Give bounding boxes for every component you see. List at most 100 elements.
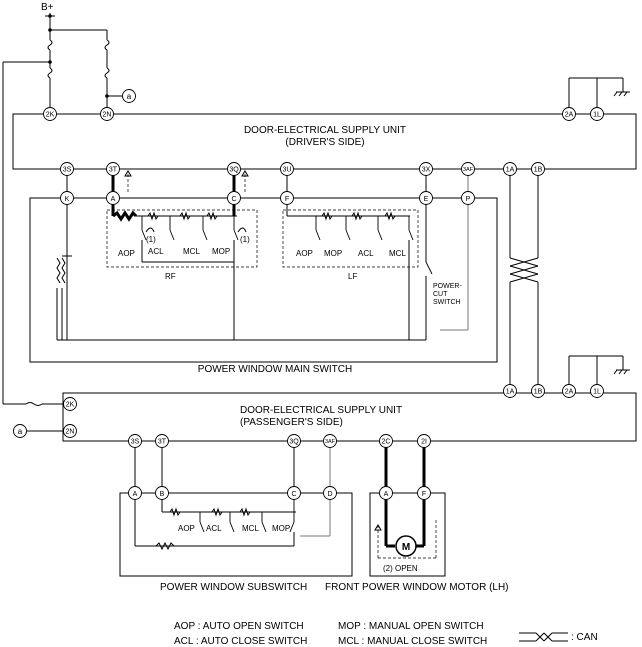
svg-text:1L: 1L: [593, 112, 601, 119]
svg-text:1B: 1B: [534, 389, 543, 396]
sub-terminal-a: A: [128, 486, 142, 500]
driver-terminal-3s: 3S: [60, 162, 74, 176]
passenger-unit-title: DOOR-ELECTRICAL SUPPLY UNIT: [240, 405, 402, 416]
passenger-terminal-3af: 3AF: [323, 434, 337, 448]
power-cut-label-2: CUT: [433, 291, 448, 298]
passenger-terminal-3s: 3S: [128, 434, 142, 448]
svg-text:A: A: [133, 491, 138, 498]
driver-supply-unit: DOOR-ELECTRICAL SUPPLY UNIT (DRIVER'S SI…: [12, 113, 637, 170]
main-switch-title: POWER WINDOW MAIN SWITCH: [198, 364, 352, 375]
passenger-supply-unit: DOOR-ELECTRICAL SUPPLY UNIT (PASSENGER'S…: [62, 392, 637, 442]
svg-text:2C: 2C: [382, 439, 391, 446]
driver-terminal-3x: 3X: [419, 162, 433, 176]
passenger-terminal-3q: 3Q: [287, 434, 301, 448]
sub-mop-label: MOP: [272, 524, 290, 533]
driver-terminal-3q: 3Q: [227, 162, 241, 176]
main-switch: POWER WINDOW MAIN SWITCH: [29, 170, 498, 375]
sub-acl-label: ACL: [206, 524, 222, 533]
driver-terminal-1b: 1B: [531, 162, 545, 176]
svg-text:1B: 1B: [534, 167, 543, 174]
svg-text:B: B: [160, 491, 165, 498]
svg-text:2K: 2K: [46, 112, 55, 119]
passenger-terminal-2k: 2K: [63, 397, 77, 411]
legend-mop: MOP : MANUAL OPEN SWITCH: [338, 621, 484, 632]
svg-text:2I: 2I: [421, 439, 427, 446]
svg-text:3Q: 3Q: [229, 167, 239, 174]
lf-group-label: LF: [348, 272, 357, 281]
driver-unit-terminals: 2K 2N 3S 3T 3Q 3U 3X 3AF 1A 1B 2A 1L: [43, 107, 604, 176]
main-terminal-a: A: [106, 191, 120, 205]
svg-text:D: D: [327, 491, 332, 498]
subswitch: POWER WINDOW SUBSWITCH AOP ACL MCL MOP A…: [119, 447, 353, 593]
svg-text:3S: 3S: [131, 439, 140, 446]
sub-terminal-d: D: [323, 486, 337, 500]
svg-text:3X: 3X: [422, 167, 431, 174]
sub-mcl-label: MCL: [242, 524, 259, 533]
motor-terminal-a: A: [379, 486, 393, 500]
driver-unit-title: DOOR-ELECTRICAL SUPPLY UNIT: [244, 125, 406, 136]
subswitch-title: POWER WINDOW SUBSWITCH: [160, 582, 307, 593]
driver-terminal-1l: 1L: [590, 107, 604, 121]
rf-aop-label: AOP: [118, 249, 135, 258]
feed-to-passenger-unit: [2, 60, 63, 406]
driver-terminal-2a: 2A: [562, 107, 576, 121]
svg-text:a: a: [18, 427, 23, 436]
svg-text:3U: 3U: [283, 167, 292, 174]
svg-text:C: C: [231, 196, 236, 203]
sub-terminal-b: B: [155, 486, 169, 500]
rf-marker-2: (1): [240, 235, 250, 244]
main-terminal-e: E: [419, 191, 433, 205]
power-cut-label-3: SWITCH: [433, 299, 461, 306]
lf-acl-label: ACL: [358, 249, 374, 258]
svg-text:A: A: [111, 196, 116, 203]
passenger-unit-terminals: 2K 2N 3S 3T 3Q 3AF 2C 2I 1A 1B 2A 1L: [63, 384, 604, 448]
main-terminal-k: K: [60, 191, 74, 205]
fuse-right: [104, 30, 123, 108]
svg-text:P: P: [466, 196, 471, 203]
ground-symbol-top: [568, 77, 630, 107]
passenger-terminal-2n: 2N: [63, 424, 77, 438]
driver-terminal-2k: 2K: [43, 107, 57, 121]
lf-mop-label: MOP: [324, 249, 342, 258]
open-label: (2) OPEN: [383, 564, 418, 573]
svg-text:3S: 3S: [63, 167, 72, 174]
svg-text:A: A: [384, 491, 389, 498]
driver-terminal-3af: 3AF: [461, 162, 475, 176]
motor-terminal-f: F: [417, 486, 431, 500]
passenger-unit-subtitle: (PASSENGER'S SIDE): [240, 417, 343, 428]
lf-aop-label: AOP: [296, 249, 313, 258]
rf-group-label: RF: [165, 272, 176, 281]
battery-label: B+: [41, 2, 54, 13]
svg-text:2A: 2A: [565, 389, 574, 396]
svg-text:2N: 2N: [66, 429, 75, 436]
motor-title: FRONT POWER WINDOW MOTOR (LH): [325, 582, 509, 593]
svg-text:3Q: 3Q: [289, 439, 299, 446]
rf-mop-label: MOP: [212, 247, 230, 256]
driver-terminal-2n: 2N: [100, 107, 114, 121]
svg-text:1A: 1A: [506, 167, 515, 174]
svg-text:a: a: [127, 92, 132, 101]
sub-aop-label: AOP: [178, 524, 195, 533]
passenger-terminal-3t: 3T: [155, 434, 169, 448]
rf-marker-1: (1): [146, 235, 156, 244]
svg-text:3AF: 3AF: [463, 167, 474, 173]
legend-mcl: MCL : MANUAL CLOSE SWITCH: [338, 636, 487, 647]
sub-terminal-c: C: [287, 486, 301, 500]
svg-text:F: F: [285, 196, 289, 203]
ground-symbol-bottom: [568, 355, 630, 384]
legend-can: : CAN: [571, 632, 598, 643]
motor-symbol: M: [402, 542, 410, 553]
passenger-terminal-2c: 2C: [379, 434, 393, 448]
window-motor: FRONT POWER WINDOW MOTOR (LH) M (2) OPEN…: [325, 447, 509, 593]
can-bus-lines: [509, 175, 539, 384]
svg-text:2N: 2N: [103, 112, 112, 119]
rf-mcl-label: MCL: [183, 247, 200, 256]
passenger-terminal-1a: 1A: [503, 384, 517, 398]
passenger-terminal-2i: 2I: [417, 434, 431, 448]
legend-acl: ACL : AUTO CLOSE SWITCH: [174, 636, 307, 647]
svg-text:3T: 3T: [158, 439, 167, 446]
svg-text:2K: 2K: [66, 402, 75, 409]
driver-terminal-3t: 3T: [106, 162, 120, 176]
legend: AOP : AUTO OPEN SWITCH ACL : AUTO CLOSE …: [174, 621, 598, 647]
